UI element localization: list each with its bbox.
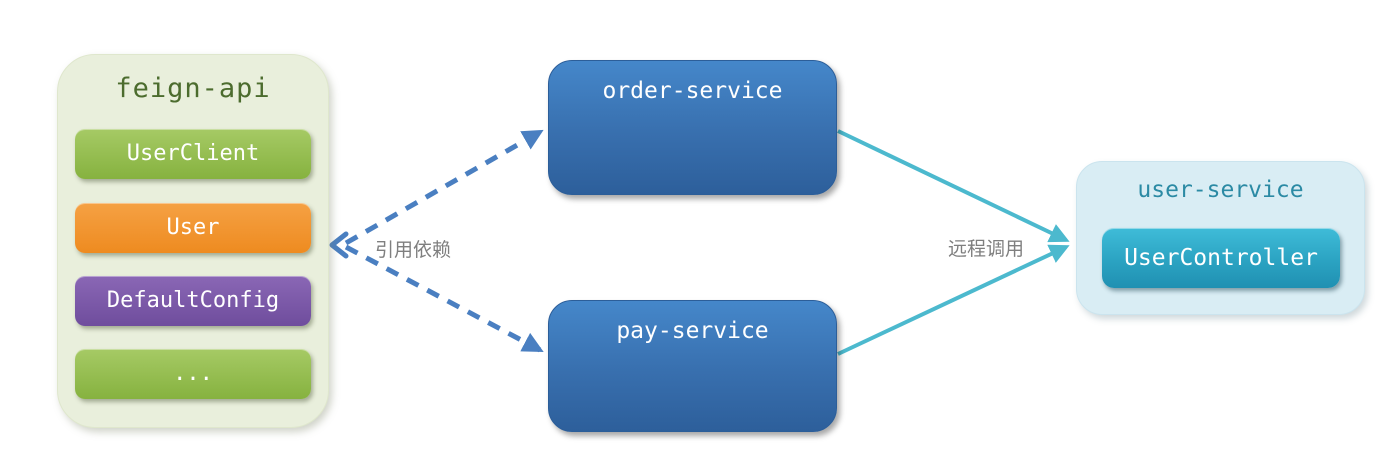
dependency-arrowhead-left <box>329 231 349 259</box>
feign-item-defaultconfig: DefaultConfig <box>75 276 311 326</box>
pay-service-box: pay-service <box>548 300 837 432</box>
order-service-label: order-service <box>602 78 783 104</box>
user-service-panel: user-service UserController <box>1076 161 1365 315</box>
dependency-edge-label: 引用依赖 <box>375 240 452 261</box>
user-controller-chip: UserController <box>1102 228 1340 288</box>
remote-call-arrow-order <box>837 129 1070 243</box>
dependency-arrow-order <box>344 129 544 246</box>
feign-api-panel: feign-api UserClient User DefaultConfig … <box>57 54 329 428</box>
feign-item-userclient: UserClient <box>75 129 311 179</box>
feign-item-ellipsis: ... <box>75 349 311 399</box>
dependency-arrow-pay <box>344 244 544 353</box>
remote-call-edge-label: 远程调用 <box>948 239 1025 260</box>
order-service-box: order-service <box>548 60 837 195</box>
feign-item-user: User <box>75 203 311 253</box>
remote-call-arrow-pay <box>837 244 1070 356</box>
user-service-title: user-service <box>1137 177 1304 203</box>
feign-api-title: feign-api <box>115 73 271 104</box>
pay-service-label: pay-service <box>616 318 769 344</box>
